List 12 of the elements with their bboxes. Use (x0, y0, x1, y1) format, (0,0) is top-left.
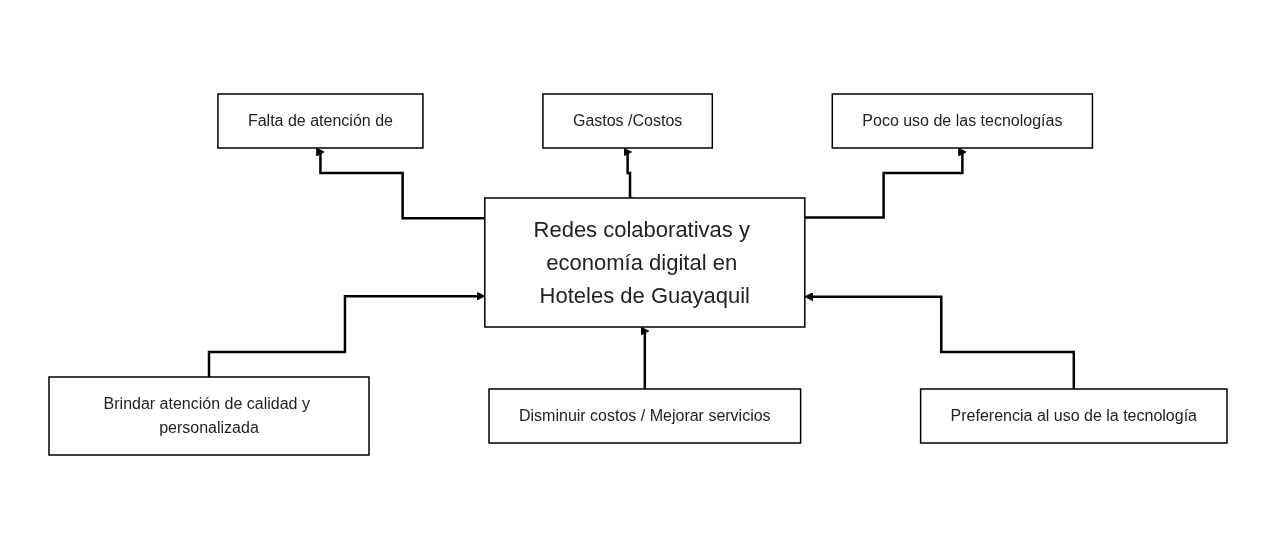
node-box: Disminuir costos / Mejorar servicios (487, 387, 801, 444)
arrow (622, 147, 633, 199)
node-box: Gastos /Costos (541, 92, 713, 149)
node-box: Falta de atención de (216, 92, 424, 149)
node-box: Brindar atención de calidad y personalizada (47, 375, 370, 456)
arrow (315, 147, 485, 220)
arrow (804, 147, 967, 219)
arrow (207, 291, 485, 378)
arrow (639, 326, 649, 390)
node-box: Preferencia al uso de la tecnología (919, 387, 1228, 444)
node-box: Poco uso de las tecnologías (831, 92, 1093, 149)
node-box: Redes colaborativas y economía digital en Hoteles de Guayaquil (483, 196, 806, 328)
